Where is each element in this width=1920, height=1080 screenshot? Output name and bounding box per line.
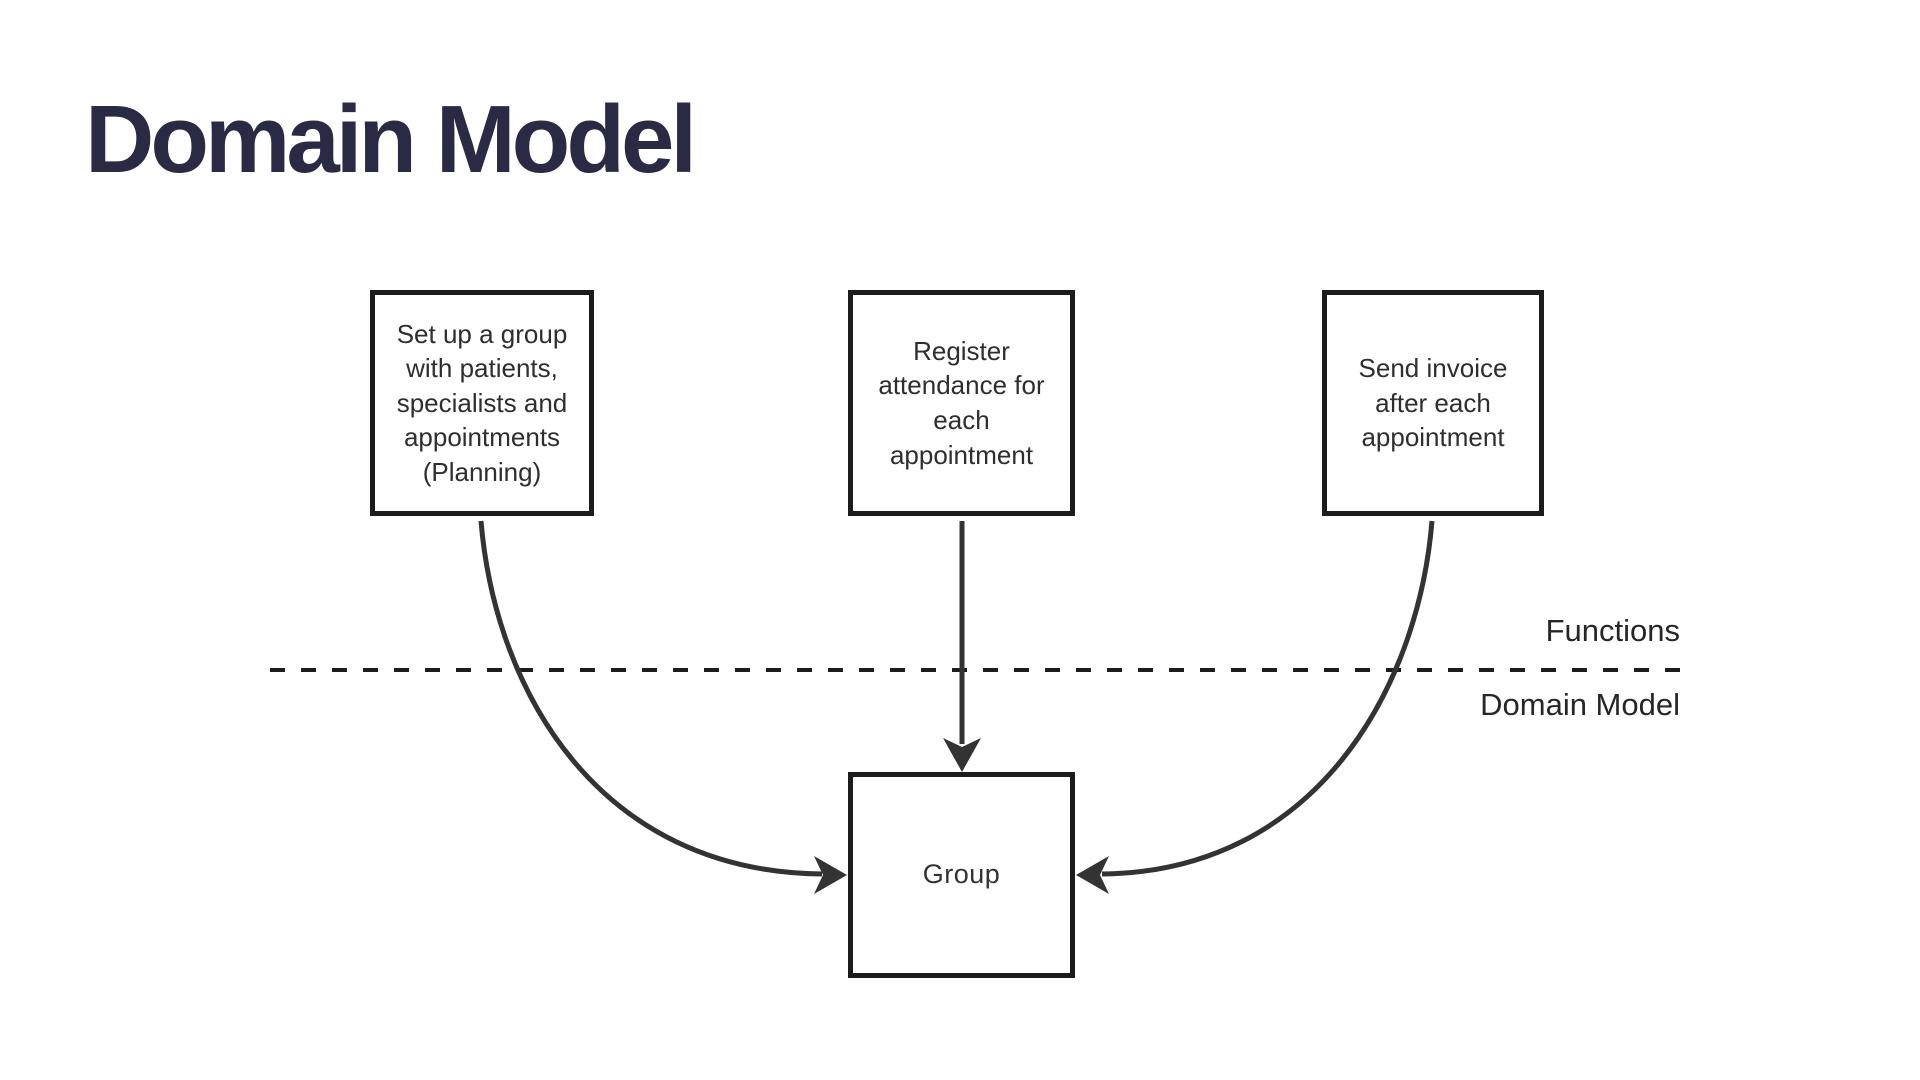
arrow-planning-to-group [478,520,823,877]
functions-region-label: Functions [1545,613,1680,648]
arrowhead-right-icon [814,856,847,894]
arrow-invoice-to-group [1101,520,1435,877]
arrowhead-left-icon [1076,856,1109,894]
page-title: Domain Model [85,86,697,193]
function-box-invoice: Send invoice after each appointment [1322,290,1544,516]
domain-model-region-label: Domain Model [1480,687,1680,722]
arrowhead-down-icon [943,738,981,772]
function-box-planning: Set up a group with patients, specialist… [370,290,594,516]
domain-box-group: Group [848,772,1075,978]
function-box-attendance: Register attendance for each appointment [848,290,1075,516]
